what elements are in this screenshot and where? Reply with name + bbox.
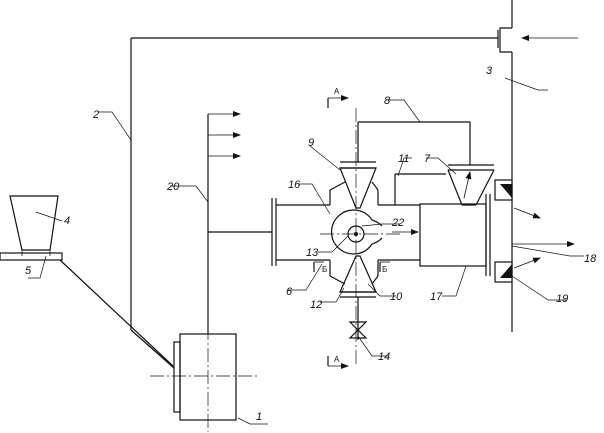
pipeline-2 <box>130 37 498 369</box>
lower-cone <box>339 255 377 340</box>
label-7: 7 <box>424 153 431 165</box>
label-13: 13 <box>306 247 319 259</box>
label-12: 12 <box>310 299 322 311</box>
burner-port <box>494 179 575 283</box>
label-19: 19 <box>556 293 568 305</box>
label-11: 11 <box>398 153 409 165</box>
label-17: 17 <box>430 291 443 303</box>
shutoff-valve <box>348 321 368 339</box>
label-18: 18 <box>584 253 597 265</box>
hopper <box>9 195 59 256</box>
rotor <box>320 108 400 365</box>
label-3: 3 <box>486 65 493 77</box>
section-marks: A A Б Б <box>313 87 390 369</box>
label-4: 4 <box>64 215 70 227</box>
outlet-channel <box>392 194 491 276</box>
bypass-line <box>358 121 471 165</box>
label-6: 6 <box>286 286 293 298</box>
upper-cone <box>339 122 377 209</box>
callout-labels: 1 2 3 4 5 6 7 8 9 10 11 12 13 14 16 17 1… <box>25 65 597 423</box>
feeder <box>0 252 174 367</box>
leader-lines <box>28 77 584 425</box>
label-8: 8 <box>384 95 391 107</box>
mixing-housing <box>271 181 420 285</box>
label-1: 1 <box>256 411 262 423</box>
label-14: 14 <box>378 351 390 363</box>
label-20: 20 <box>166 181 180 193</box>
section-a-bottom: A <box>334 355 340 364</box>
mill-unit <box>150 326 258 432</box>
label-9: 9 <box>308 137 314 149</box>
label-2: 2 <box>92 109 99 121</box>
section-b-left: Б <box>322 265 327 274</box>
section-b-right: Б <box>382 265 387 274</box>
label-22: 22 <box>391 217 404 229</box>
label-16: 16 <box>288 179 301 191</box>
label-5: 5 <box>25 265 32 277</box>
cyclone-separator <box>394 164 495 206</box>
label-10: 10 <box>390 291 403 303</box>
distribution-pipe <box>207 111 272 334</box>
section-a-top: A <box>334 87 340 96</box>
